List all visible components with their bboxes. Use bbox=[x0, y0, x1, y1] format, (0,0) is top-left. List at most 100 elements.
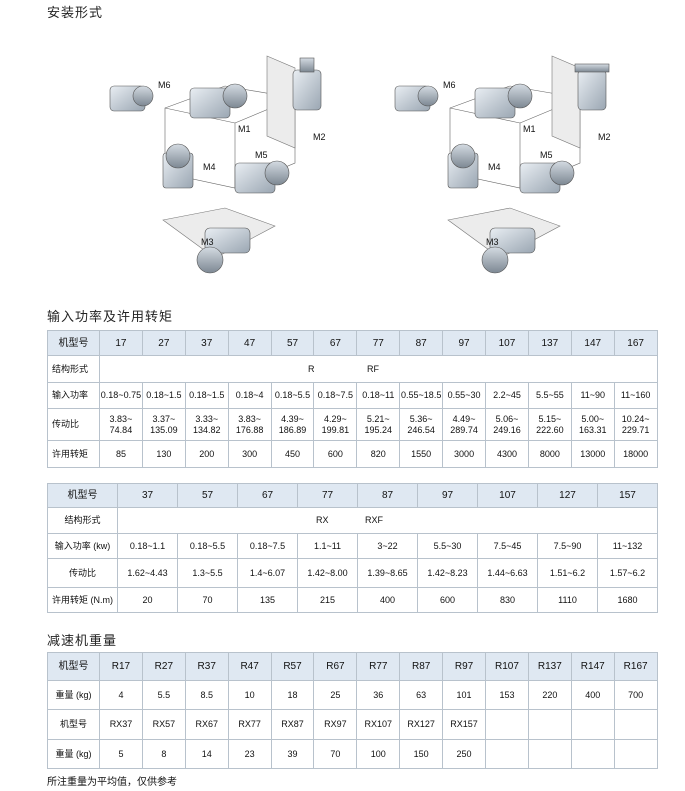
cell: 1.39~8.65 bbox=[357, 558, 418, 588]
cell bbox=[613, 739, 658, 769]
cell: 107 bbox=[485, 330, 529, 356]
cell: 0.18~5.5 bbox=[177, 533, 238, 559]
table-rx-series: 机型号 37 57 67 77 87 97 107 127 157 结构形式 R… bbox=[47, 483, 658, 613]
table-row: 机型号 R17 R27 R37 R47 R57 R67 R77 R87 R97 … bbox=[47, 652, 658, 681]
cell: 101 bbox=[442, 680, 487, 710]
cell: 20 bbox=[117, 587, 178, 613]
cell: 150 bbox=[399, 739, 444, 769]
cell: 4.49~ 289.74 bbox=[442, 408, 487, 441]
cell: 5.5~30 bbox=[417, 533, 478, 559]
cell: 215 bbox=[297, 587, 358, 613]
table-row: 许用转矩 (N.m) 20 70 135 215 400 600 830 111… bbox=[47, 587, 658, 613]
table-row: 输入功率 (kw) 0.18~1.1 0.18~5.5 0.18~7.5 1.1… bbox=[47, 533, 658, 559]
cell: R167 bbox=[613, 652, 658, 681]
cell: 0.55~18.5 bbox=[399, 382, 444, 409]
row-label: 许用转矩 (N.m) bbox=[47, 587, 118, 613]
cell: 7.5~90 bbox=[537, 533, 598, 559]
cell: 97 bbox=[442, 330, 487, 356]
cell: 250 bbox=[442, 739, 487, 769]
section-title-power-torque: 输入功率及许用转矩 bbox=[47, 310, 174, 325]
table-r-series: 机型号 17 27 37 47 57 67 77 87 97 107 137 1… bbox=[47, 330, 658, 468]
cell: 5 bbox=[99, 739, 143, 769]
cell: 63 bbox=[399, 680, 444, 710]
cell: 8 bbox=[141, 739, 186, 769]
cell: 127 bbox=[537, 483, 598, 508]
table-row: 机型号 RX37 RX57 RX67 RX77 RX87 RX97 RX107 … bbox=[47, 709, 658, 740]
cell: 0.18~7.5 bbox=[237, 533, 298, 559]
cell: RX37 bbox=[99, 709, 143, 740]
cell: 0.18~5.5 bbox=[270, 382, 315, 409]
row-label: 输入功率 bbox=[47, 382, 100, 409]
row-label: 传动比 bbox=[47, 558, 118, 588]
cell: R147 bbox=[570, 652, 615, 681]
label-m5-right: M5 bbox=[540, 150, 553, 160]
structure-rxf: RXF bbox=[365, 515, 384, 525]
table-row: 结构形式 R RF bbox=[47, 355, 658, 383]
label-m2-left: M2 bbox=[313, 132, 326, 142]
section-title-mounting: 安装形式 bbox=[47, 6, 104, 21]
cell: 0.18~11 bbox=[356, 382, 401, 409]
cell: 4.39~ 186.89 bbox=[270, 408, 315, 441]
cell: 47 bbox=[227, 330, 272, 356]
row-label: 机型号 bbox=[47, 652, 100, 681]
table-row: 许用转矩 85 130 200 300 450 600 820 1550 300… bbox=[47, 440, 658, 468]
cell: 87 bbox=[399, 330, 444, 356]
cell: 36 bbox=[356, 680, 401, 710]
cell: 23 bbox=[227, 739, 272, 769]
cell: 8.5 bbox=[184, 680, 229, 710]
cell: 137 bbox=[527, 330, 572, 356]
cell: 27 bbox=[141, 330, 186, 356]
row-label: 重量 (kg) bbox=[47, 680, 100, 710]
cell: 1110 bbox=[537, 587, 598, 613]
label-m3-right: M3 bbox=[486, 237, 499, 247]
cell bbox=[570, 739, 615, 769]
cell: 400 bbox=[357, 587, 418, 613]
row-label: 输入功率 (kw) bbox=[47, 533, 118, 559]
cell: R37 bbox=[184, 652, 229, 681]
cell: R17 bbox=[99, 652, 143, 681]
cell: 135 bbox=[237, 587, 298, 613]
cell: 153 bbox=[485, 680, 529, 710]
cell: RX157 bbox=[442, 709, 487, 740]
cell: RX77 bbox=[227, 709, 272, 740]
table-row: 机型号 17 27 37 47 57 67 77 87 97 107 137 1… bbox=[47, 330, 658, 356]
label-m1-left: M1 bbox=[238, 124, 251, 134]
cell: 2.2~45 bbox=[485, 382, 529, 409]
cell: 25 bbox=[313, 680, 358, 710]
cell: 3~22 bbox=[357, 533, 418, 559]
label-m6-right: M6 bbox=[443, 80, 456, 90]
section-title-weight: 减速机重量 bbox=[47, 634, 118, 649]
cell: 67 bbox=[313, 330, 358, 356]
cell: 0.18~0.75 bbox=[99, 382, 143, 409]
cell: 4 bbox=[99, 680, 143, 710]
cell: 1.4~6.07 bbox=[237, 558, 298, 588]
structure-cell: RX RXF bbox=[117, 507, 658, 534]
cell: 5.00~ 163.31 bbox=[570, 408, 615, 441]
cell bbox=[485, 739, 529, 769]
footnote: 所注重量为平均值，仅供参考 bbox=[47, 777, 177, 788]
cell bbox=[613, 709, 658, 740]
structure-r: R bbox=[308, 363, 315, 374]
cell: 87 bbox=[357, 483, 418, 508]
cell: 11~160 bbox=[613, 382, 658, 409]
cell: 107 bbox=[477, 483, 538, 508]
cell: 57 bbox=[270, 330, 315, 356]
cell: 1.51~6.2 bbox=[537, 558, 598, 588]
cell: 0.18~1.1 bbox=[117, 533, 178, 559]
cell: 1.57~6.2 bbox=[597, 558, 658, 588]
cell: RX87 bbox=[270, 709, 315, 740]
cell: 1.44~6.63 bbox=[477, 558, 538, 588]
table-row: 重量 (kg) 4 5.5 8.5 10 18 25 36 63 101 153… bbox=[47, 680, 658, 710]
diagram-left: M6 M1 M2 M4 M5 M3 bbox=[109, 55, 326, 274]
cell: 10 bbox=[227, 680, 272, 710]
cell: 1.62~4.43 bbox=[117, 558, 178, 588]
mounting-diagrams: M6 M1 M2 M4 M5 M3 M6 M1 M2 M4 M5 M3 bbox=[109, 55, 611, 274]
cell: 0.18~1.5 bbox=[141, 382, 186, 409]
cell: 600 bbox=[417, 587, 478, 613]
label-m1-right: M1 bbox=[523, 124, 536, 134]
label-m6-left: M6 bbox=[158, 80, 171, 90]
cell: R87 bbox=[399, 652, 444, 681]
cell: 7.5~45 bbox=[477, 533, 538, 559]
cell: R57 bbox=[270, 652, 315, 681]
cell: 200 bbox=[184, 440, 229, 468]
